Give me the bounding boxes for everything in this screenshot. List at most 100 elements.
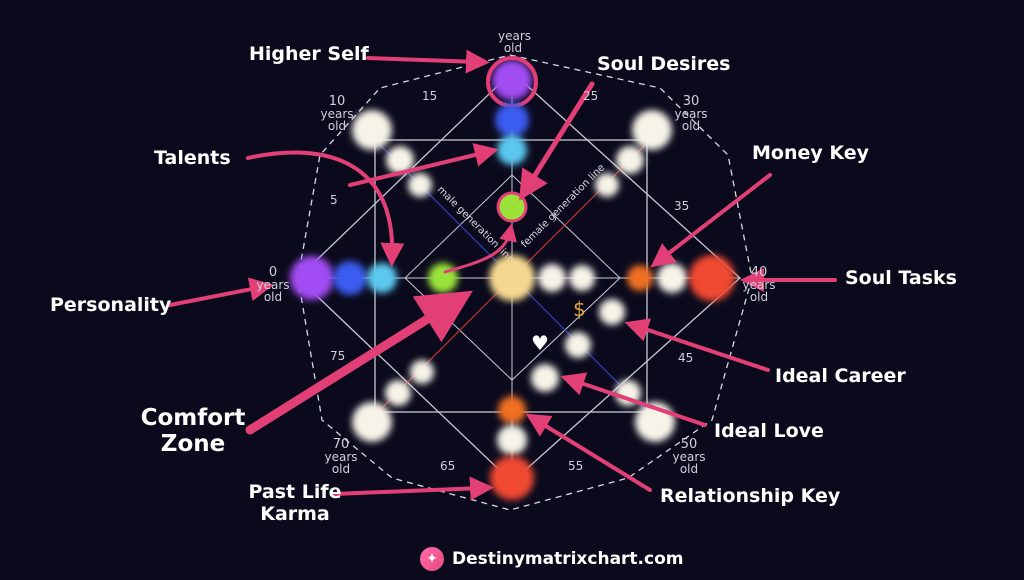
label-higher-self: Higher Self — [249, 43, 369, 65]
age-30-num: 30 — [682, 94, 700, 109]
age-label-50: 50 years old — [670, 438, 708, 475]
age-75-marker: 75 — [330, 349, 345, 363]
age-40-word2: old — [749, 290, 769, 304]
age-70-word1: years — [324, 450, 358, 464]
arrow-money-key — [650, 173, 772, 268]
age-top-word1: years — [498, 29, 532, 43]
node-right-white-1 — [538, 264, 566, 292]
age-0-word2: old — [263, 290, 283, 304]
age-35-marker: 35 — [674, 199, 689, 213]
age-65-marker: 65 — [440, 459, 455, 473]
minor-age-markers: 5 15 25 35 45 55 65 75 — [330, 89, 693, 473]
node-past-life-karma — [490, 456, 534, 500]
node-mid-white — [565, 332, 591, 358]
node-bottom-white — [497, 425, 527, 455]
node-relationship-key — [498, 396, 526, 424]
heart-icon: ♥ — [531, 331, 549, 355]
callout-arrows — [168, 49, 837, 501]
age-label-40: 40 years old — [740, 266, 778, 303]
node-tr-3 — [595, 173, 619, 197]
label-soul-tasks: Soul Tasks — [845, 267, 957, 289]
age-0-word1: years — [256, 278, 290, 292]
node-left-green — [428, 263, 458, 293]
age-25-marker: 25 — [583, 89, 598, 103]
age-label-70: 70 years old — [322, 438, 360, 475]
arrow-personality — [168, 277, 274, 307]
node-bl-3 — [410, 360, 434, 384]
label-ideal-career: Ideal Career — [775, 365, 906, 387]
arrow-green-link — [443, 223, 517, 274]
footer-brand: ✦ Destinymatrixchart.com — [420, 547, 684, 571]
age-10-word2: old — [327, 119, 347, 133]
node-soul-tasks — [689, 255, 735, 301]
label-comfort-zone-line1: Comfort — [140, 405, 246, 431]
label-ideal-love: Ideal Love — [714, 420, 824, 442]
footer-site-url[interactable]: Destinymatrixchart.com — [452, 549, 684, 569]
node-top-blue — [495, 103, 529, 137]
node-higher-self — [492, 60, 532, 100]
age-50-word2: old — [679, 462, 699, 476]
node-corner-bottom-left — [352, 402, 392, 442]
node-money-key — [627, 265, 653, 291]
node-right-white-3 — [657, 263, 687, 293]
arrow-talents-a — [246, 150, 405, 267]
node-soul-desires — [496, 191, 528, 223]
arrow-relationship-key — [525, 413, 652, 492]
node-tl-2 — [386, 146, 414, 174]
node-top-cyan — [497, 135, 527, 165]
arrow-ideal-love — [560, 372, 707, 427]
node-personality — [290, 256, 334, 300]
node-comfort-zone — [489, 255, 535, 301]
label-personality: Personality — [50, 294, 172, 316]
dollar-symbol: $ — [573, 297, 586, 321]
age-30-word2: old — [681, 119, 701, 133]
sparkle-icon: ✦ — [420, 547, 444, 571]
node-left-cyan — [367, 263, 397, 293]
age-label-30: 30 years old — [672, 95, 710, 132]
label-comfort-zone-line2: Zone — [160, 431, 226, 458]
age-40-num: 40 — [750, 265, 768, 280]
node-bl-2 — [385, 380, 411, 406]
age-30-word1: years — [674, 107, 708, 121]
age-55-marker: 55 — [568, 459, 583, 473]
node-left-blue — [333, 261, 367, 295]
label-talents: Talents — [154, 147, 231, 169]
age-label-top: years old — [498, 29, 532, 55]
node-group — [290, 56, 735, 500]
label-money-key: Money Key — [752, 142, 870, 164]
age-40-word1: years — [742, 278, 776, 292]
node-tl-3 — [408, 173, 432, 197]
node-right-white-2 — [569, 265, 595, 291]
arrow-higher-self — [366, 49, 490, 74]
age-70-word2: old — [331, 462, 351, 476]
age-70-num: 70 — [332, 437, 350, 452]
age-45-marker: 45 — [678, 351, 693, 365]
arrow-comfort-zone — [245, 290, 473, 435]
label-past-life-karma-line2: Karma — [260, 502, 330, 525]
node-ideal-career — [599, 299, 625, 325]
node-ideal-love — [531, 364, 559, 392]
age-50-word1: years — [672, 450, 706, 464]
label-past-life-karma-line1: Past Life — [248, 481, 342, 503]
label-relationship-key: Relationship Key — [660, 485, 841, 507]
age-label-0: 0 years old — [254, 266, 292, 303]
age-50-num: 50 — [680, 437, 698, 452]
age-0-num: 0 — [268, 265, 278, 280]
arrow-soul-desires — [519, 81, 595, 201]
age-10-word1: years — [320, 107, 354, 121]
node-corner-top-right — [632, 110, 672, 150]
age-10-num: 10 — [328, 94, 346, 109]
age-15-marker: 15 — [422, 89, 437, 103]
label-soul-desires: Soul Desires — [597, 53, 731, 75]
age-label-10: 10 years old — [318, 95, 356, 132]
arrow-talents-b — [348, 143, 499, 187]
arrow-past-life-karma — [332, 476, 494, 501]
arrow-ideal-career — [624, 318, 770, 372]
age-top-word2: old — [503, 41, 523, 55]
label-comfort-zone: Comfort Zone — [138, 405, 248, 458]
label-past-life-karma: Past Life Karma — [240, 481, 350, 526]
node-tr-2 — [616, 146, 644, 174]
age-5-marker: 5 — [330, 193, 338, 207]
